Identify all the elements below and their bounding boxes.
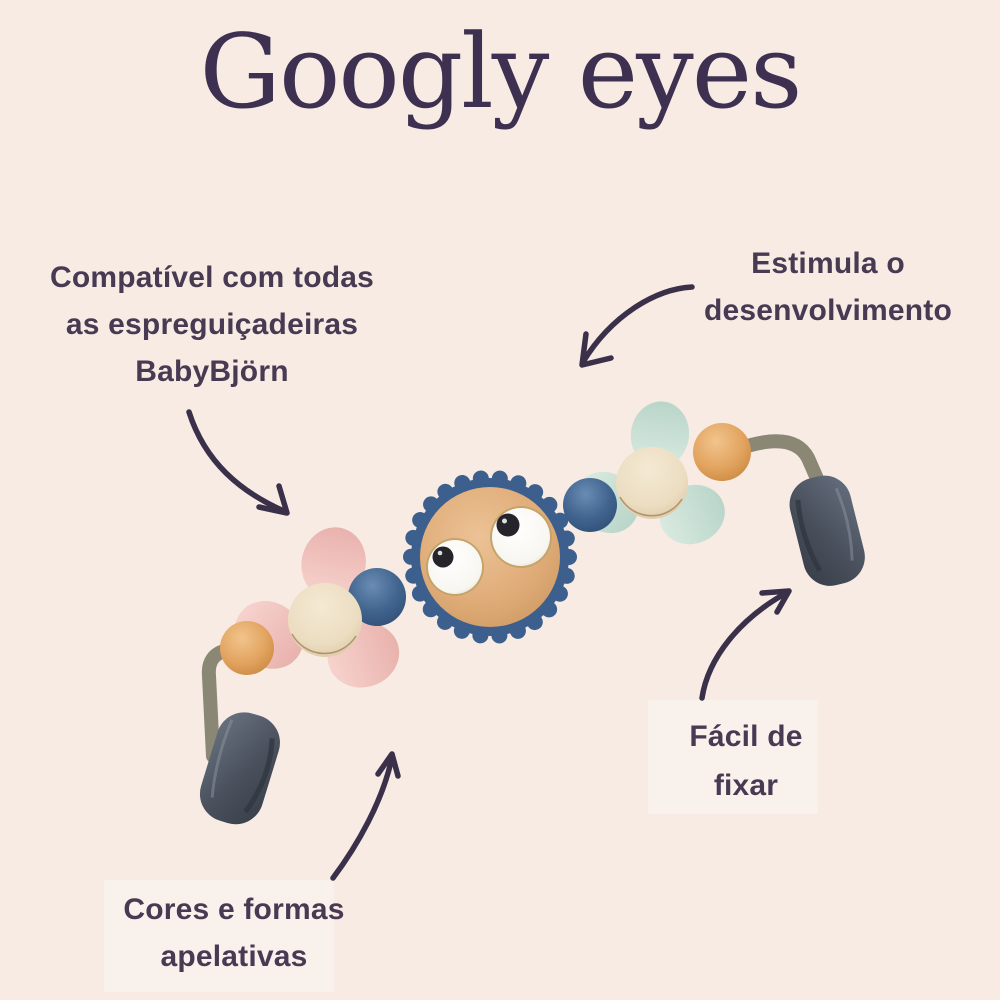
mint-flower-dome xyxy=(616,447,688,519)
text-backing-box xyxy=(104,880,334,992)
annotation-line: Compatível com todas xyxy=(49,261,375,294)
annotation-development: Estimula o desenvolvimento xyxy=(678,240,978,334)
right-googly-eye xyxy=(490,506,552,568)
text-backing-box xyxy=(648,700,818,814)
annotation-compatibility: Compatível com todas as espreguiçadeiras… xyxy=(28,254,396,395)
page-title: Googly eyes xyxy=(199,13,803,132)
right-attachment-clip xyxy=(789,475,865,586)
right-blue-bead xyxy=(563,478,617,532)
right-rod xyxy=(731,434,836,513)
left-googly-eye xyxy=(426,538,484,596)
left-wood-bead xyxy=(220,621,274,675)
annotation-line: apelativas xyxy=(160,940,308,973)
googly-eyes-disc xyxy=(403,470,577,644)
annotation-line: Fácil de xyxy=(689,720,803,753)
arrow-attachment xyxy=(699,588,792,701)
annotation-line: fixar xyxy=(713,769,779,802)
annotation-design: Cores e formas apelativas xyxy=(88,886,380,980)
left-attachment-clip xyxy=(199,712,280,825)
arrow-development xyxy=(579,284,695,368)
arrow-design xyxy=(330,751,401,881)
arrow-compatibility xyxy=(186,409,290,516)
annotation-attachment: Fácil de fixar xyxy=(638,712,854,810)
pink-flower-dome xyxy=(288,583,362,657)
right-wood-bead xyxy=(693,423,751,481)
annotation-line: Estimula o xyxy=(751,247,905,280)
left-blue-bead xyxy=(348,568,406,626)
annotation-line: BabyBjörn xyxy=(135,355,289,388)
annotation-line: as espreguiçadeiras xyxy=(65,308,359,341)
annotation-line: desenvolvimento xyxy=(703,294,953,327)
annotation-line: Cores e formas xyxy=(123,893,345,926)
